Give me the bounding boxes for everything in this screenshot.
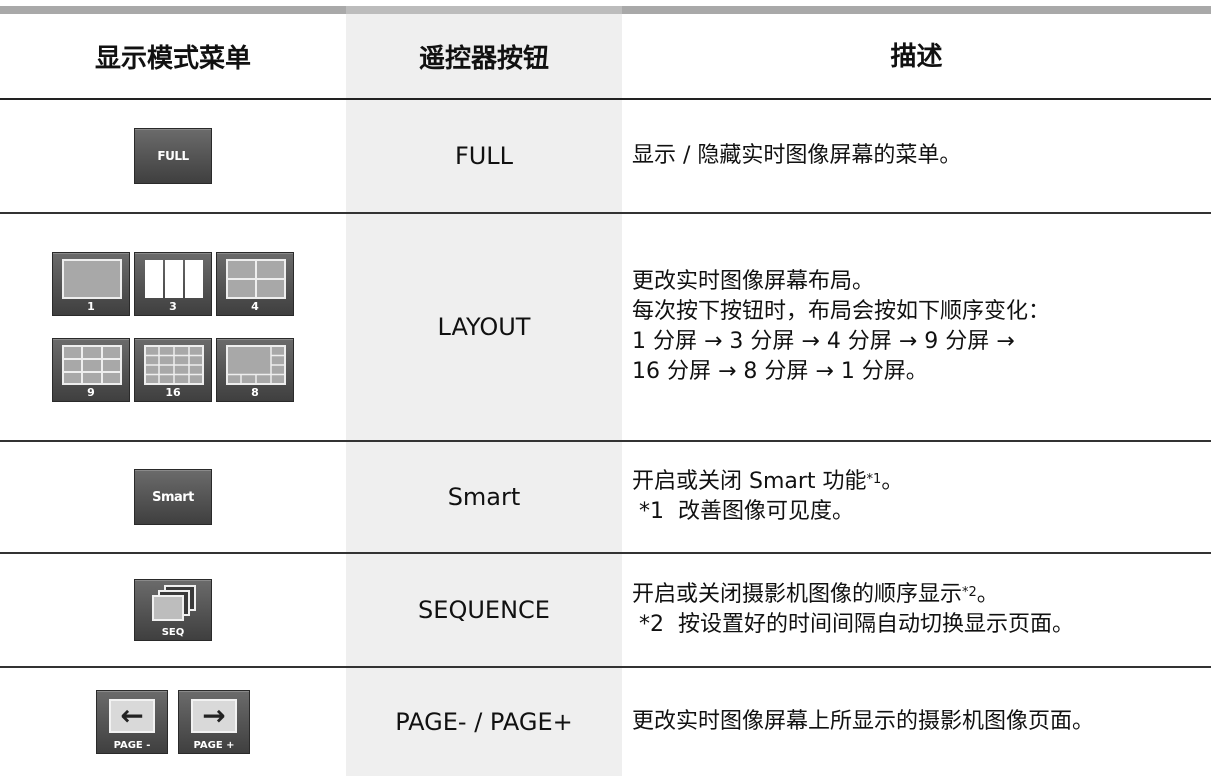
header-remote-button: 遥控器按钮 [418,44,549,74]
desc-smart: 开启或关闭 Smart 功能*1。 *1 改善图像可见度。 [632,469,904,524]
table-row-full: FULL FULL 显示 / 隐藏实时图像屏幕的菜单。 [0,100,1211,212]
layout-icons: 1 3 4 [52,252,294,402]
sequence-icon: SEQ [134,579,212,641]
arrow-right-icon: → [202,699,226,732]
row-rule [0,440,1211,442]
layout-9-icon: 9 [52,338,130,402]
row-rule [0,212,1211,214]
layout-1-icon: 1 [52,252,130,316]
header-description: 描述 [890,41,943,72]
remote-button-layout: LAYOUT [437,313,531,341]
row-rule [0,666,1211,668]
full-icon: FULL [134,128,212,184]
remote-button-page: PAGE- / PAGE+ [395,708,573,736]
row-rule [0,552,1211,554]
table-row-sequence: SEQ SEQUENCE 开启或关闭摄影机图像的顺序显示*2。 *2 按设置好的… [0,554,1211,666]
desc-sequence: 开启或关闭摄影机图像的顺序显示*2。 *2 按设置好的时间间隔自动切换显示页面。 [632,582,1074,637]
remote-button-sequence: SEQUENCE [418,596,550,624]
desc-layout: 更改实时图像屏幕布局。 每次按下按钮时，布局会按如下顺序变化： 1 分屏 → 3… [632,269,1051,384]
remote-button-full: FULL [454,142,514,170]
table-row-smart: Smart Smart 开启或关闭 Smart 功能*1。 *1 改善图像可见度… [0,442,1211,552]
arrow-left-icon: ← [120,699,144,732]
top-bar [0,6,1211,14]
smart-icon: Smart [134,469,212,525]
table-row-page: ← PAGE - → PAGE + PAGE- / PAGE+ 更改实时图像屏幕… [0,668,1211,776]
layout-4-icon: 4 [216,252,294,316]
remote-button-smart: Smart [447,483,521,511]
page-plus-icon: → PAGE + [178,690,250,754]
header-rule [0,98,1211,100]
table-header: 显示模式菜单 遥控器按钮 描述 [0,14,1211,99]
page-minus-icon: ← PAGE - [96,690,168,754]
desc-full: 显示 / 隐藏实时图像屏幕的菜单。 [632,143,962,168]
header-display-mode-menu: 显示模式菜单 [94,44,251,74]
table-row-layout: 1 3 4 [0,214,1211,440]
desc-page: 更改实时图像屏幕上所显示的摄影机图像页面。 [632,709,1095,734]
layout-16-icon: 16 [134,338,212,402]
layout-3-icon: 3 [134,252,212,316]
layout-8-icon: 8 [216,338,294,402]
remote-column-background [346,14,622,776]
